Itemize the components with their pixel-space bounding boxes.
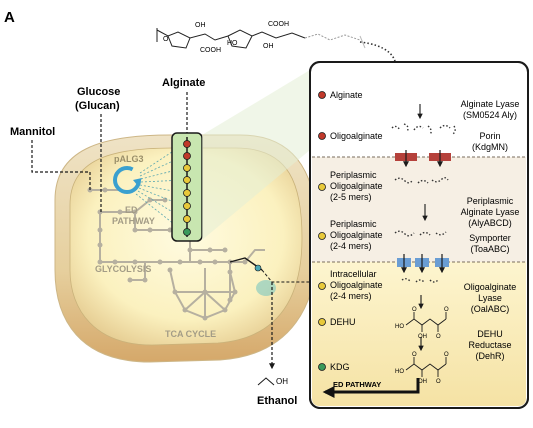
kdg-o1: O [412, 352, 417, 358]
glucose-label: Glucose [77, 86, 120, 98]
enzyme-toaabc: (ToaABC) [470, 244, 509, 254]
step-periplasmic-24-l1: Periplasmic [330, 219, 377, 229]
kdg-ho: HO [395, 369, 404, 375]
step-intracellular-l1: Intracellular [330, 269, 377, 279]
glucan-label: (Glucan) [75, 100, 120, 112]
enzyme-labels: Alginate Lyase (SM0524 Aly) Porin (KdgMN… [461, 99, 520, 361]
enzyme-periplasmic: Periplasmic [467, 196, 514, 206]
right-panel [309, 61, 529, 409]
kdg-o2: O [436, 379, 441, 385]
dehu-o2: O [436, 334, 441, 340]
ed-pathway-arrow [322, 378, 420, 398]
step-periplasmic-25-l1: Periplasmic [330, 170, 377, 180]
zoom-wedge [202, 70, 310, 240]
ethanol-label: Ethanol [257, 395, 297, 407]
enzyme-symporter: Symporter [469, 233, 511, 243]
polymer-cooh-2: COOH [268, 21, 289, 28]
step-intracellular-l3: (2-4 mers) [330, 291, 372, 301]
ethanol-structure [257, 377, 275, 386]
ed-pathway-bottom-label: ED PATHWAY [333, 380, 381, 389]
alginate-label: Alginate [162, 77, 205, 89]
ethanol-enzyme-blob [256, 280, 276, 296]
kdg-structure [405, 357, 447, 377]
panel-label: A [4, 9, 15, 26]
plasmid-label: pALG3 [114, 154, 144, 164]
step-intracellular-l2: Oligoalginate [330, 280, 383, 290]
alginate-polymer [156, 28, 366, 49]
step-oligoalginate: Oligoalginate [330, 131, 383, 141]
step-periplasmic-25-l3: (2-5 mers) [330, 192, 372, 202]
ed-pathway-label-2: PATHWAY [112, 216, 155, 226]
enzyme-dehr: (DehR) [475, 351, 504, 361]
step-arrows [417, 104, 428, 352]
dehu-ho: HO [395, 324, 404, 330]
step-dots [318, 91, 326, 371]
enzyme-alginate-lyase: Alginate Lyase [461, 99, 520, 109]
mannitol-label: Mannitol [10, 126, 55, 138]
enzyme-kdgmn: (KdgMN) [472, 142, 508, 152]
tca-cycle-label: TCA CYCLE [165, 329, 216, 339]
ethanol-oh: OH [276, 377, 288, 386]
mannitol-path [31, 140, 91, 190]
polymer-oh-2: OH [263, 43, 274, 50]
porin-channels [395, 150, 451, 168]
polymer-oh-1: OH [195, 22, 206, 29]
polymer-cooh-1: COOH [200, 47, 221, 54]
oligomer-fragments [391, 123, 456, 283]
dehu-o1: O [412, 307, 417, 313]
step-periplasmic-25-l2: Oligoalginate [330, 181, 383, 191]
step-kdg: KDG [330, 362, 350, 372]
enzyme-oalabc: (OalABC) [471, 304, 510, 314]
plasmid-arrowhead [133, 178, 142, 186]
enzyme-dehu: DEHU [477, 329, 503, 339]
ed-pathway-label-1: ED [125, 205, 138, 215]
step-periplasmic-24-l3: (2-4 mers) [330, 241, 372, 251]
step-dehu: DEHU [330, 317, 356, 327]
step-alginate: Alginate [330, 90, 363, 100]
enzyme-peri-alginate-lyase: Alginate Lyase [461, 207, 520, 217]
enzyme-porin: Porin [479, 131, 500, 141]
enzyme-alyabcd: (AlyABCD) [468, 218, 512, 228]
polymer-ho: HO [227, 40, 238, 47]
gene-nodes [183, 140, 191, 236]
enzyme-oligoalginate: Oligoalginate [464, 282, 517, 292]
enzyme-sm0524: (SM0524 Aly) [463, 110, 517, 120]
kdg-o3: O [444, 352, 449, 358]
glycolysis-label: GLYCOLYSIS [95, 264, 151, 274]
enzyme-oal-lyase: Lyase [478, 293, 502, 303]
symporter-channels [397, 254, 449, 274]
ethanol-node [254, 264, 262, 272]
enzyme-reductase: Reductase [468, 340, 511, 350]
dehu-structure [405, 312, 447, 332]
dehu-oh: OH [418, 334, 427, 340]
polymer-o-left: O [163, 36, 169, 43]
kdg-oh: OH [418, 379, 427, 385]
step-periplasmic-24-l2: Oligoalginate [330, 230, 383, 240]
dehu-o3: O [444, 307, 449, 313]
